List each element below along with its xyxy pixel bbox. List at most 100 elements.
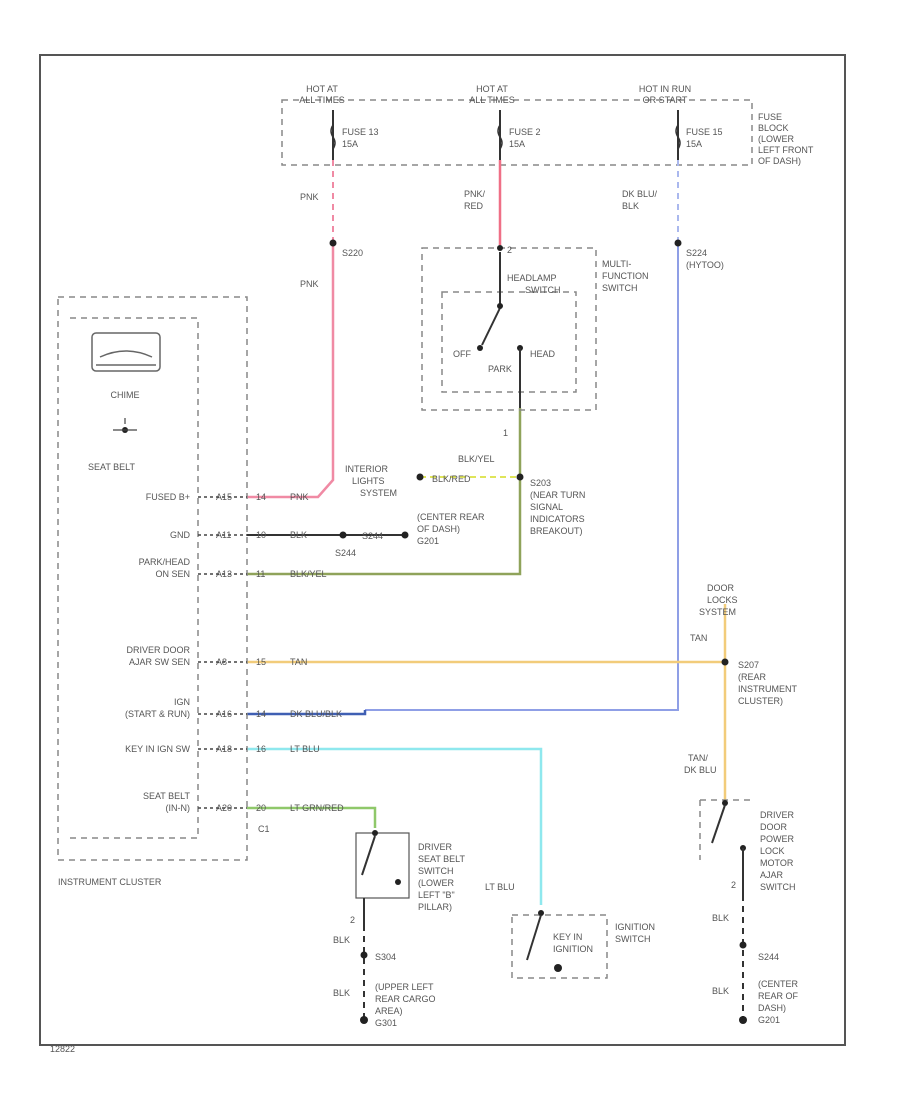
cluster-pin: A16 (216, 709, 232, 719)
cluster-pin: A11 (216, 530, 231, 540)
svg-text:2: 2 (350, 915, 355, 925)
svg-text:SWITCH: SWITCH (525, 285, 561, 295)
cluster-input-label: DRIVER DOOR (126, 645, 190, 655)
svg-text:S220: S220 (342, 248, 363, 258)
wire-dk-blu-blk: DK BLU/ BLK S224 (HYTOO) (247, 160, 724, 716)
cluster-input-label: PARK/HEAD (139, 557, 191, 567)
splice-s224-dot (674, 239, 682, 247)
cluster-wire-color: BLK (290, 530, 307, 540)
hot-label-3a: HOT IN RUN (639, 84, 691, 94)
svg-text:S224: S224 (686, 248, 707, 258)
svg-text:2: 2 (507, 245, 512, 255)
wire-lt-grn-red (247, 806, 377, 828)
svg-text:BLK: BLK (333, 935, 350, 945)
svg-text:BLK/YEL: BLK/YEL (458, 454, 495, 464)
wire-pnk: PNK S220 PNK (247, 160, 363, 499)
cluster-input-label: AJAR SW SEN (129, 657, 190, 667)
cluster-cavity: 11 (256, 569, 265, 579)
hot-label-2a: HOT AT (476, 84, 508, 94)
svg-text:DOOR: DOOR (707, 583, 735, 593)
cluster-input-label: SEAT BELT (143, 791, 191, 801)
svg-text:TAN: TAN (690, 633, 707, 643)
svg-text:BLK: BLK (333, 988, 350, 998)
multi-function-switch: 2 MULTI- FUNCTION SWITCH HEADLAMP SWITCH… (421, 245, 649, 411)
cluster-pin: A15 (216, 492, 232, 502)
svg-text:DASH): DASH) (758, 1003, 786, 1013)
svg-text:FUNCTION: FUNCTION (602, 271, 649, 281)
svg-text:SIGNAL: SIGNAL (530, 502, 563, 512)
svg-text:SYSTEM: SYSTEM (699, 607, 736, 617)
cluster-input-label: (IN-N) (166, 803, 191, 813)
svg-text:TAN/: TAN/ (688, 753, 708, 763)
fuse-2: FUSE 2 15A (497, 110, 541, 160)
ignition-switch: LT BLU KEY IN IGNITION IGNITION SWITCH (485, 882, 655, 979)
svg-text:REAR CARGO: REAR CARGO (375, 994, 436, 1004)
svg-text:S203: S203 (530, 478, 551, 488)
svg-text:INTERIOR: INTERIOR (345, 464, 389, 474)
svg-text:2: 2 (731, 880, 736, 890)
svg-text:LOCKS: LOCKS (707, 595, 738, 605)
svg-text:LEFT FRONT: LEFT FRONT (758, 145, 814, 155)
hot-label-2b: ALL TIMES (469, 95, 515, 105)
svg-text:S304: S304 (375, 952, 396, 962)
svg-text:MULTI-: MULTI- (602, 259, 631, 269)
chime-icon (91, 332, 161, 372)
splice-s207-dot (721, 658, 729, 666)
svg-text:DRIVER: DRIVER (760, 810, 795, 820)
svg-text:G301: G301 (375, 1018, 397, 1028)
cluster-wire-color: DK BLU/BLK (290, 709, 342, 719)
fuse-15: FUSE 15 15A (675, 110, 723, 160)
svg-text:(CENTER REAR: (CENTER REAR (417, 512, 485, 522)
svg-text:INDICATORS: INDICATORS (530, 514, 585, 524)
splice-labels: INTERIOR LIGHTS SYSTEM S203 (NEAR TURN S… (345, 464, 585, 546)
cluster-pin: A8 (216, 657, 227, 667)
hot-label-3b: OR START (643, 95, 688, 105)
figure-id: 12822 (50, 1044, 75, 1054)
svg-text:BLOCK: BLOCK (758, 123, 789, 133)
hot-label-1a: HOT AT (306, 84, 338, 94)
svg-text:POWER: POWER (760, 834, 795, 844)
cluster-input-label: GND (170, 530, 191, 540)
svg-text:PNK: PNK (300, 279, 319, 289)
svg-text:CLUSTER): CLUSTER) (738, 696, 783, 706)
diagram-frame (39, 54, 846, 1046)
cluster-name: INSTRUMENT CLUSTER (58, 877, 162, 887)
svg-text:SWITCH: SWITCH (615, 934, 651, 944)
cluster-pin: A18 (216, 744, 232, 754)
svg-text:RED: RED (464, 201, 484, 211)
svg-text:OF DASH): OF DASH) (417, 524, 460, 534)
svg-text:INSTRUMENT: INSTRUMENT (738, 684, 797, 694)
svg-text:FUSE 13: FUSE 13 (342, 127, 379, 137)
svg-text:LIGHTS: LIGHTS (352, 476, 385, 486)
svg-text:(NEAR TURN: (NEAR TURN (530, 490, 585, 500)
wire-interior-lights: BLK/RED (416, 473, 518, 484)
seat-belt-header: SEAT BELT (88, 462, 136, 472)
svg-text:FUSE: FUSE (758, 112, 782, 122)
seat-belt-switch: DRIVER SEAT BELT SWITCH (LOWER LEFT "B" … (333, 830, 466, 1028)
svg-text:BLK: BLK (622, 201, 639, 211)
svg-text:OF DASH): OF DASH) (758, 156, 801, 166)
svg-text:IGNITION: IGNITION (553, 944, 593, 954)
cluster-pin: A13 (216, 569, 232, 579)
svg-text:PILLAR): PILLAR) (418, 902, 452, 912)
svg-text:REAR OF: REAR OF (758, 991, 799, 1001)
svg-text:SWITCH: SWITCH (602, 283, 638, 293)
svg-text:SYSTEM: SYSTEM (360, 488, 397, 498)
cluster-wire-color: LT GRN/RED (290, 803, 344, 813)
svg-text:PARK: PARK (488, 364, 512, 374)
cluster-input-label: KEY IN IGN SW (125, 744, 190, 754)
svg-text:BLK: BLK (712, 913, 729, 923)
cluster-input-label: FUSED B+ (146, 492, 190, 502)
svg-text:G201: G201 (758, 1015, 780, 1025)
svg-text:(LOWER: (LOWER (418, 878, 455, 888)
svg-text:(CENTER: (CENTER (758, 979, 798, 989)
svg-text:S207: S207 (738, 660, 759, 670)
